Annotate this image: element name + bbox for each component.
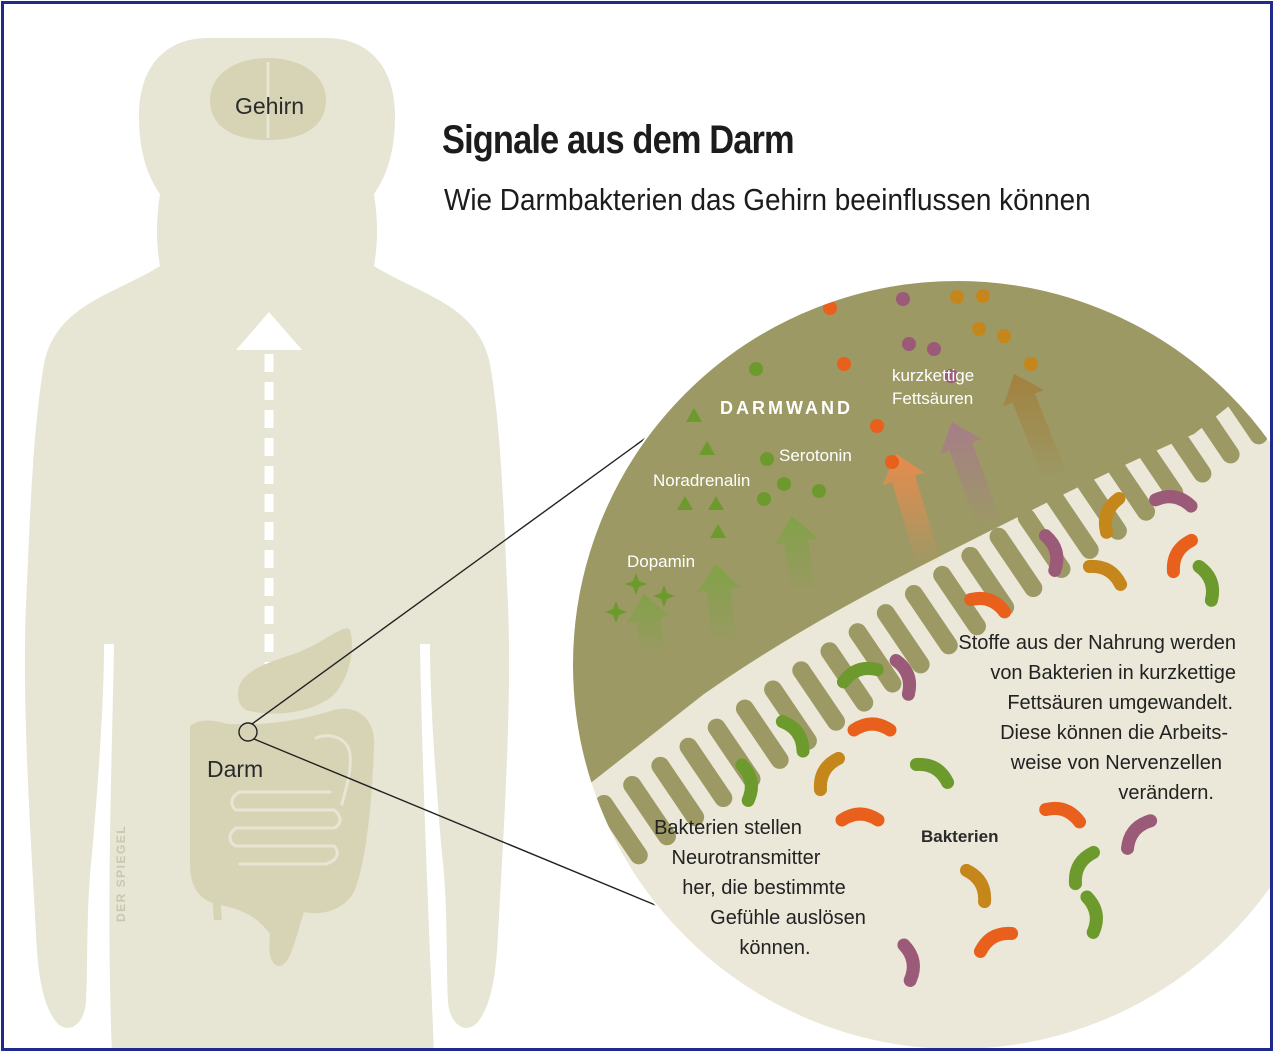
bacterium [854,724,890,730]
fatty-acid-dot-purple [927,342,941,356]
text-right-line: verändern. [1118,782,1214,804]
fatty-acid-dot-purple [896,292,910,306]
text-left-line: Gefühle auslösen [710,907,866,929]
page-subtitle: Wie Darmbakterien das Gehirn beeinflusse… [444,182,1091,218]
serotonin-dot [760,452,774,466]
fatty-acid-dot-ochre [997,329,1011,343]
page-title: Signale aus dem Darm [442,118,794,163]
fatty-acid-dot-ochre [976,289,990,303]
text-left-line: Bakterien stellen [654,817,802,839]
text-left-line: her, die bestimmte [682,877,845,899]
wall-label: DARMWAND [720,398,853,418]
fatty-acid-dot-ochre [1024,357,1038,371]
gut-label: Darm [207,756,263,782]
fatty-acid-dot-orange [885,455,899,469]
fatty-acid-dot-orange [837,357,851,371]
noradrenalin-label: Noradrenalin [653,471,750,490]
serotonin-dot [757,492,771,506]
fatty-acid-dot-orange [870,419,884,433]
serotonin-dot [749,362,763,376]
text-left-line: Neurotransmitter [672,847,821,869]
text-right-line: Stoffe aus der Nahrung werden [958,632,1236,654]
dopamin-label: Dopamin [627,552,695,571]
text-right-line: Fettsäuren umgewandelt. [1007,692,1233,714]
serotonin-dot [777,477,791,491]
fatty-acid-dot-purple [902,337,916,351]
fatty-acid-dot-ochre [972,322,986,336]
bacteria-label: Bakterien [921,827,998,846]
text-right-line: von Bakterien in kurzkettige [990,662,1236,684]
serotonin-label: Serotonin [779,446,852,465]
fatty-acids-label-line2: Fettsäuren [892,389,973,408]
fatty-acids-label-line1: kurzkettige [892,366,974,385]
text-right-line: weise von Nervenzellen [1010,752,1222,774]
bacterium [842,814,878,820]
brain-label: Gehirn [235,93,304,119]
serotonin-dot [812,484,826,498]
text-left-line: können. [739,937,810,959]
credit-label: DER SPIEGEL [114,825,128,922]
fatty-acid-dot-ochre [950,290,964,304]
text-right-line: Diese können die Arbeits- [1000,722,1228,744]
